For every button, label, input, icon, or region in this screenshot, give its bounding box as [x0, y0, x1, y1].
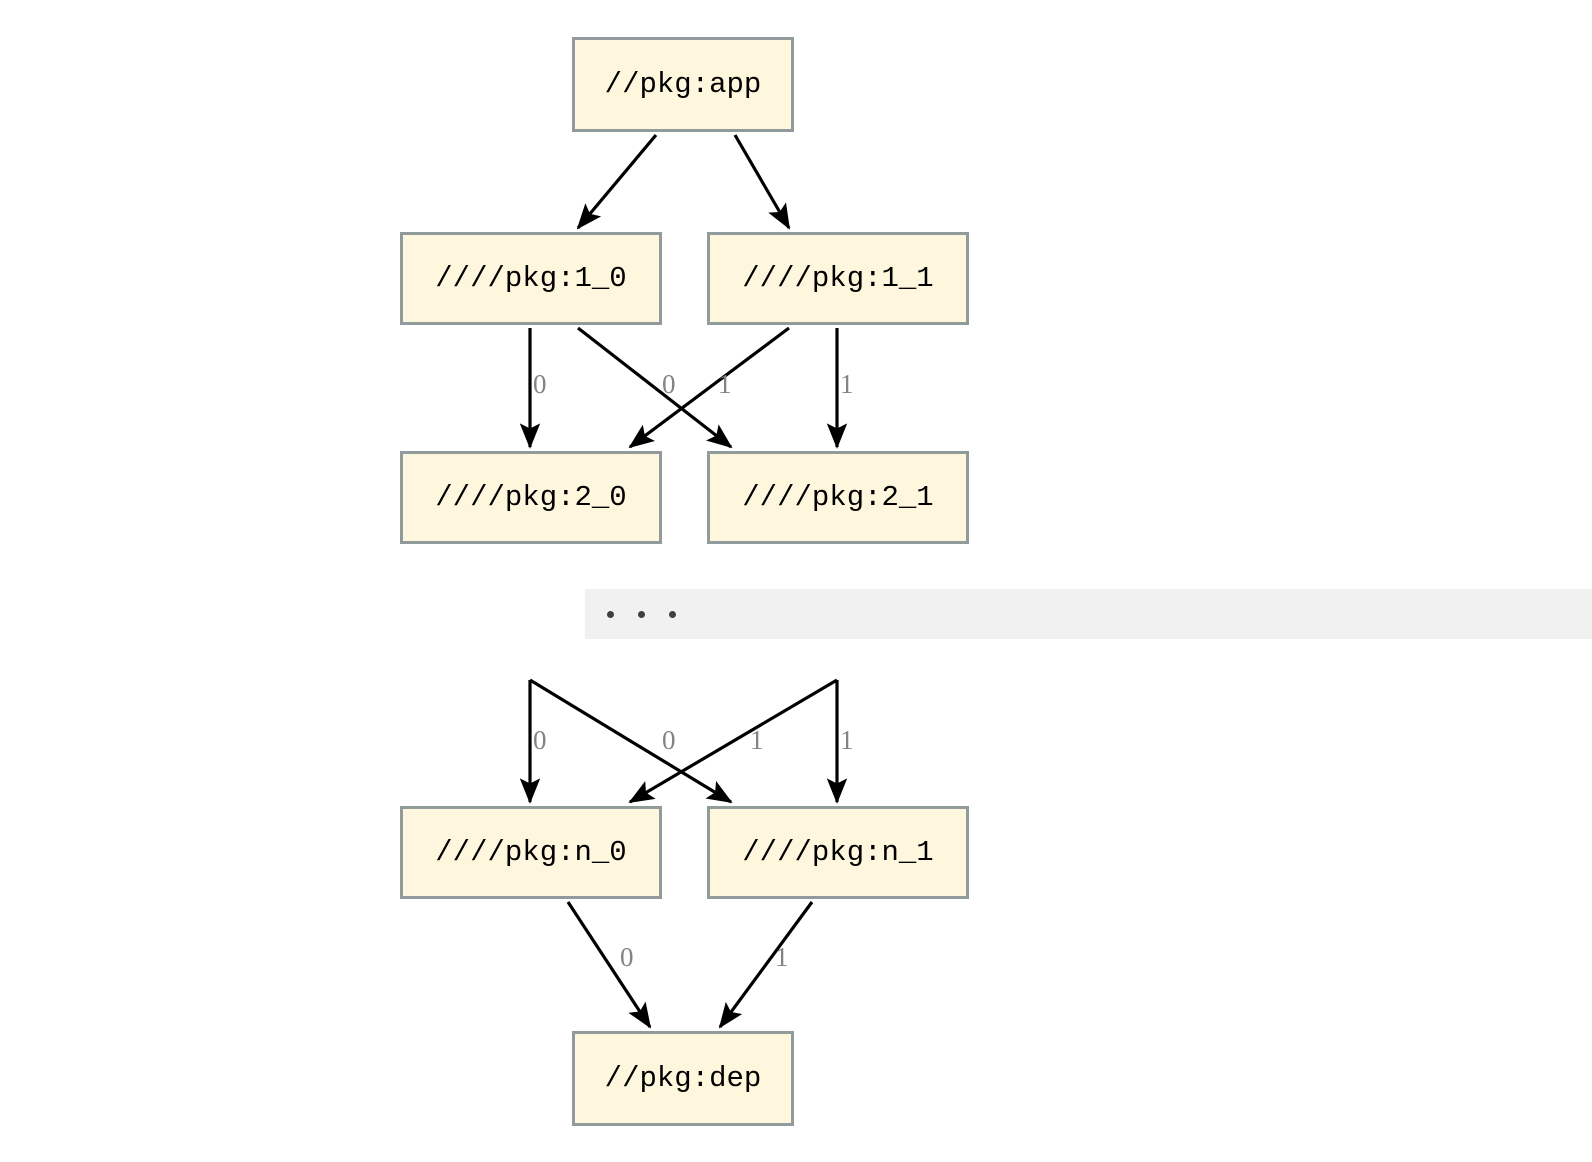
graph-edge-1 — [733, 134, 791, 230]
graph-edge-0 — [576, 133, 658, 230]
graph-node-ln_1[interactable]: ////pkg:n_1 — [707, 806, 969, 899]
graph-node-label: ////pkg:n_1 — [742, 836, 934, 869]
graph-node-l1_1[interactable]: ////pkg:1_1 — [707, 232, 969, 325]
edge-label: 0 — [620, 942, 634, 972]
graph-node-label: ////pkg:1_1 — [742, 262, 934, 295]
graph-node-l2_0[interactable]: ////pkg:2_0 — [400, 451, 662, 544]
ellipsis-dots-icon — [607, 610, 676, 618]
graph-edge-8 — [628, 678, 838, 804]
edge-label: 1 — [718, 369, 732, 399]
edge-label: 1 — [775, 942, 789, 972]
graph-edge-7 — [529, 678, 733, 804]
edge-label: 1 — [750, 725, 764, 755]
graph-node-label: ////pkg:1_0 — [435, 262, 627, 295]
graph-edge-3 — [577, 326, 733, 449]
ellipsis-band — [585, 589, 1592, 639]
edge-lines — [519, 133, 848, 1029]
graph-node-label: ////pkg:n_0 — [435, 836, 627, 869]
graph-node-dep[interactable]: //pkg:dep — [572, 1031, 794, 1126]
graph-node-label: ////pkg:2_0 — [435, 481, 627, 514]
graph-node-ln_0[interactable]: ////pkg:n_0 — [400, 806, 662, 899]
edge-label: 0 — [662, 725, 676, 755]
graph-edge-10 — [566, 901, 652, 1029]
edge-label: 0 — [533, 369, 547, 399]
graph-node-l2_1[interactable]: ////pkg:2_1 — [707, 451, 969, 544]
edge-label: 0 — [533, 725, 547, 755]
graph-edge-4 — [628, 326, 790, 449]
graph-node-app[interactable]: //pkg:app — [572, 37, 794, 132]
edge-label: 0 — [662, 369, 676, 399]
graph-node-label: ////pkg:2_1 — [742, 481, 934, 514]
graph-edge-11 — [718, 901, 814, 1029]
graph-node-label: //pkg:dep — [604, 1062, 762, 1095]
edge-label: 1 — [840, 725, 854, 755]
graph-node-l1_0[interactable]: ////pkg:1_0 — [400, 232, 662, 325]
edge-label: 1 — [840, 369, 854, 399]
graph-node-label: //pkg:app — [604, 68, 762, 101]
